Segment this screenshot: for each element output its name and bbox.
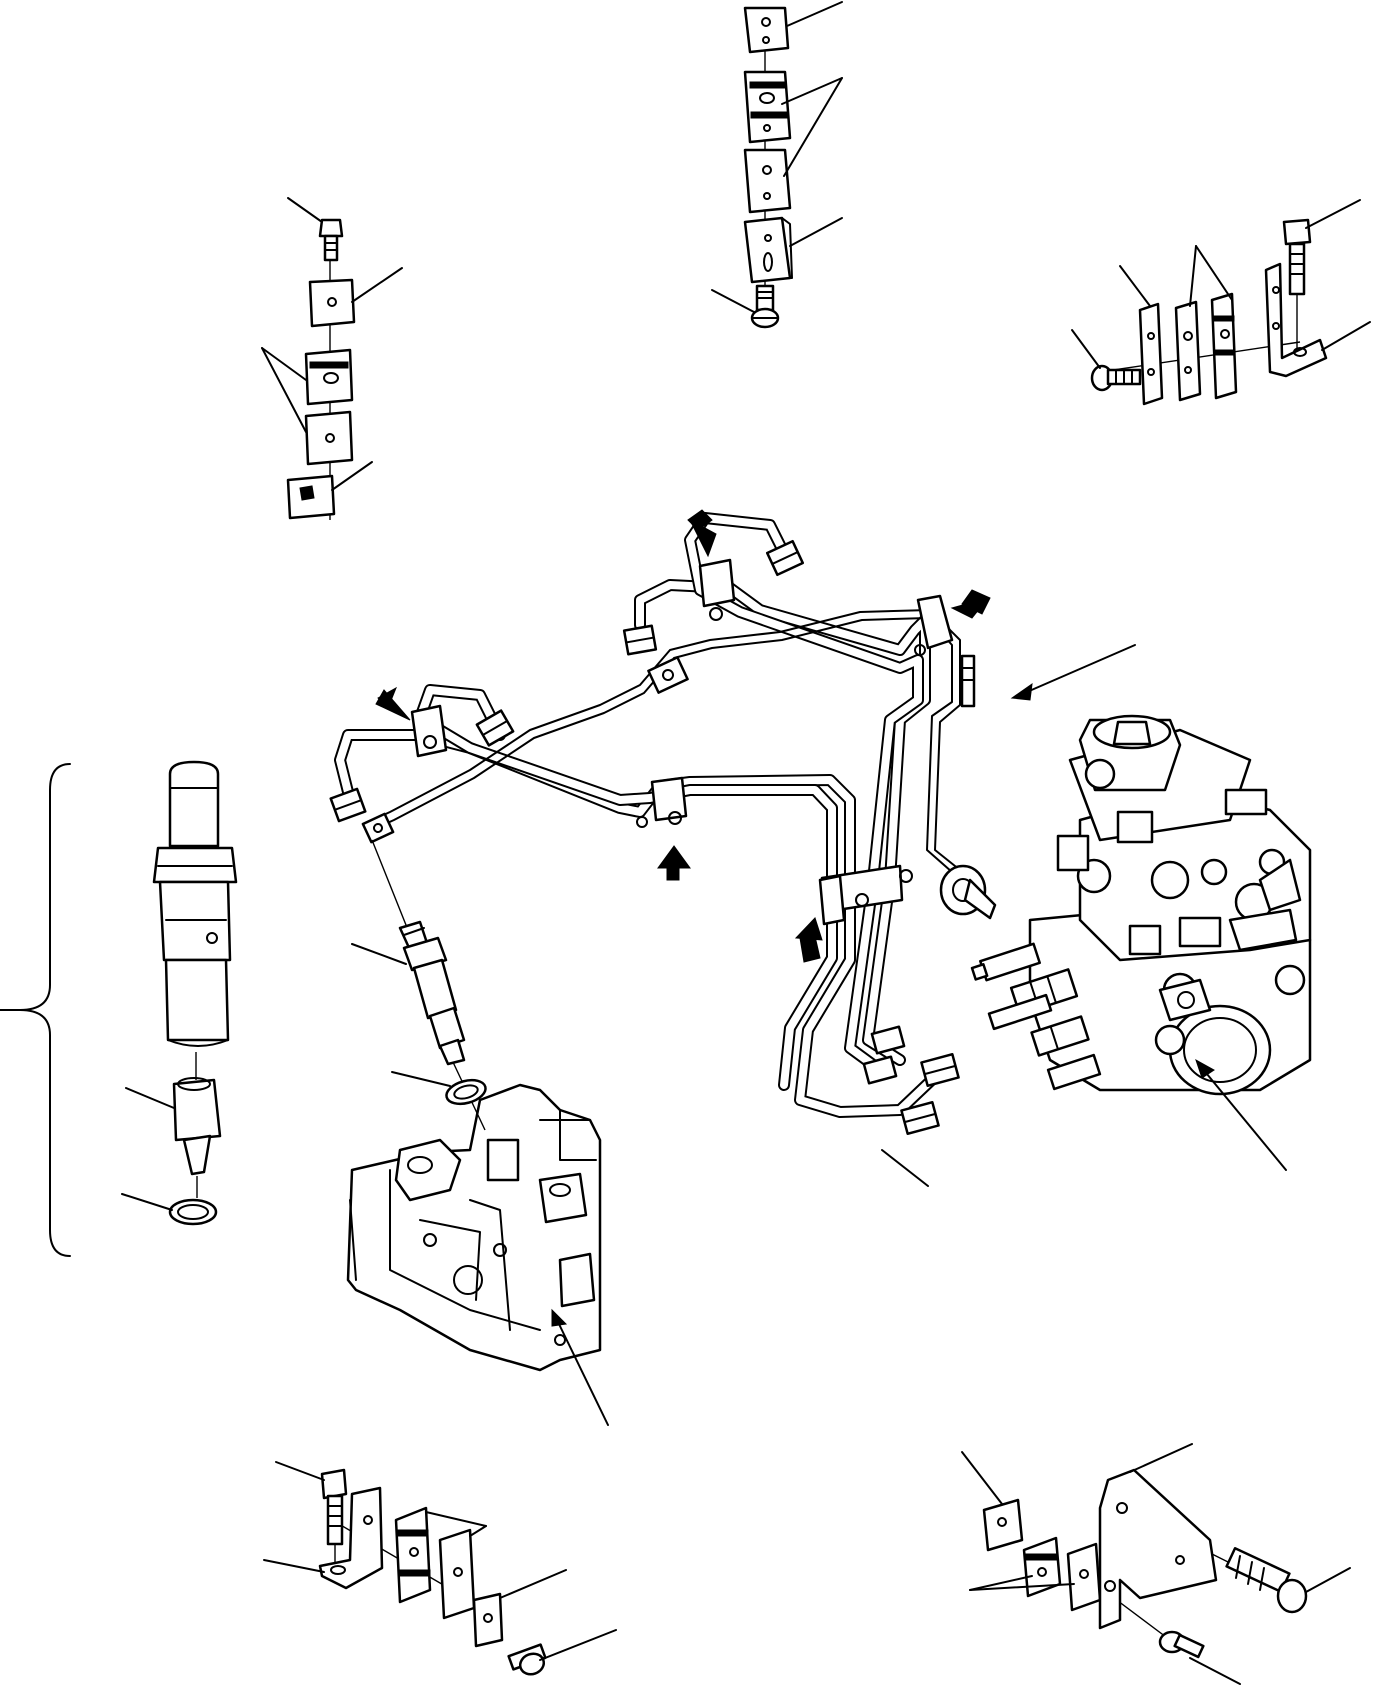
injector-on-engine [351,839,487,1131]
injector-small [398,920,466,1066]
clamp-block-lower [743,148,792,214]
clamp-block-top-right-b [1174,300,1202,402]
fuel-injection-pipes [329,509,1136,1135]
leader-cylinder-head [551,1308,609,1426]
leader-lines-bottom-right [961,1443,1351,1685]
bolt-top-center [750,284,780,329]
bolt-bottom-left-horizontal [507,1643,547,1676]
clamp-plate-top-right [1138,302,1164,406]
leak-off-hose [367,609,961,873]
bolt-bottom-left [320,1468,348,1562]
assembly-clamp-3 [914,594,976,708]
leader-injector-assembly [121,1087,175,1211]
bolt-top-right-horizontal [1090,364,1142,392]
clamp-plate-bottom-left [472,1592,504,1648]
clamp-block-upper-left [304,348,354,406]
leader-lines-top-left [261,197,403,491]
clamp-plate-top [743,6,790,54]
leader-hose [1010,644,1136,701]
clamp-group-top-left [261,197,403,520]
clamp-bracket-lower-left [286,474,336,520]
assembly-clamp-1 [410,704,448,758]
pipe-nuts [329,539,960,1135]
clamp-block-bottom-left-b [438,1528,476,1620]
clamp-group-bottom-left [263,1461,617,1676]
leader-injector-engine [351,943,451,1087]
assembly-brace [0,763,71,1257]
assembly-clamp-5 [818,864,913,926]
clamp-block-top-right-a [1210,292,1238,400]
pump-details [1056,758,1306,1056]
clamp-block-upper [743,70,792,144]
pump-right-valve [1158,978,1212,1022]
clamp-bracket-bottom-left [318,1486,384,1590]
pipe-route-1 [334,729,946,1118]
bolt-top-left [318,218,344,262]
leader-lines-top-center [711,1,843,313]
pipe-route-2 [414,684,838,1091]
bolt-bottom-right-large [1225,1547,1308,1614]
pump-governor-cap [1078,714,1182,792]
bolt-bottom-right-small [1158,1630,1205,1659]
leader-pipe-lower [881,1149,929,1187]
clamp-bracket-bottom [743,216,793,284]
banjo-fitting [939,864,997,920]
bolt-top-right-vertical [1282,218,1312,350]
leader-lines-top-right [1071,199,1371,369]
injector-assembly [0,760,238,1257]
clamp-group-top-right [1071,199,1371,406]
cylinder-head [346,1083,609,1426]
nozzle-washer [168,1198,218,1226]
assembly-clamp-2 [698,558,736,621]
clamp-block-lower-left [304,410,354,466]
clamp-bracket-bottom-right [1098,1468,1218,1630]
leader-lines-bottom-left [263,1461,617,1661]
arrow-markers [375,509,991,963]
clamp-group-top-center [711,1,843,329]
nozzle [172,1077,222,1198]
injector-body [152,760,238,1080]
clamp-plate-bottom-right [982,1498,1024,1552]
pump-delivery-valves [970,942,1102,1091]
clamp-block-bottom-left-a [394,1506,432,1604]
leader-pump [1195,1058,1287,1171]
clamp-plate-upper-left [308,278,356,328]
injection-pump [881,714,1312,1187]
washer-small [445,1078,487,1106]
assembly-clamp-4 [636,776,688,828]
clamp-group-bottom-right [961,1443,1351,1685]
clamp-block-bottom-right-b [1066,1542,1102,1612]
